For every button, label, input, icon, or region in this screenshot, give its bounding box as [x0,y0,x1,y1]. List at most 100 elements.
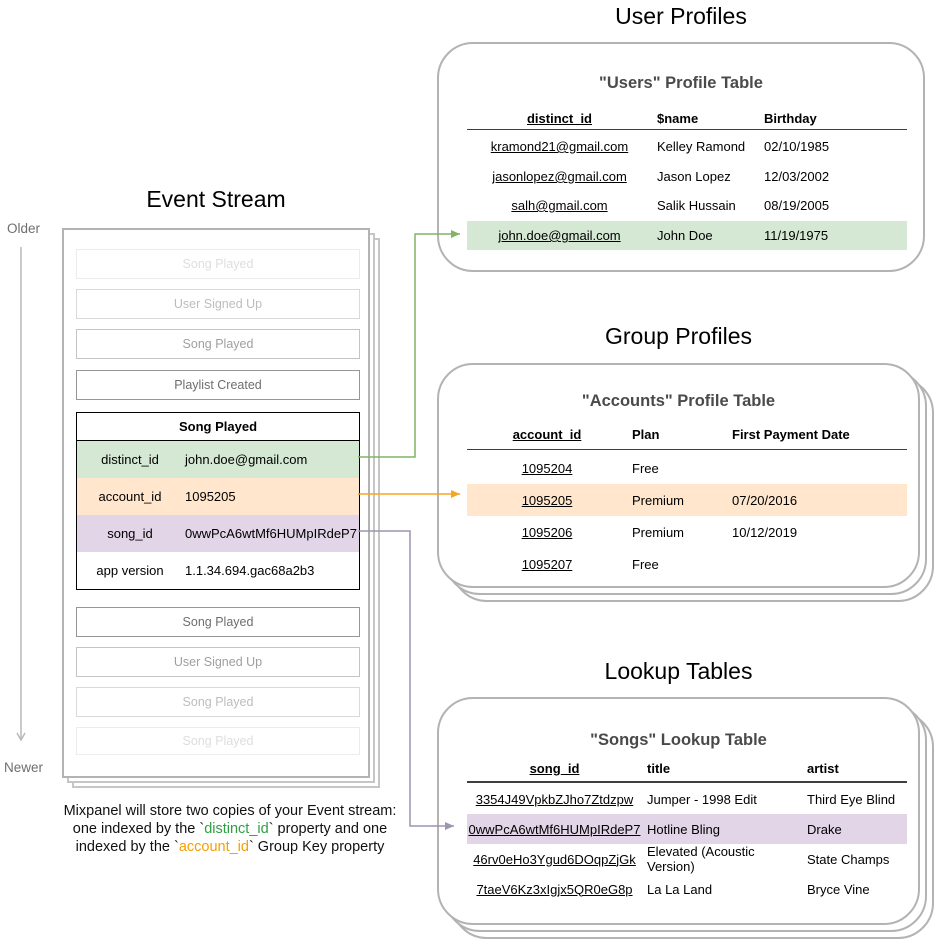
property-value: 1.1.34.694.gac68a2b3 [185,563,315,578]
property-key: song_id [107,526,153,541]
cell-plan: Premium [632,524,685,540]
lookup-tables-title: Lookup Tables [604,658,753,684]
cell-artist: Bryce Vine [807,881,870,897]
caption-line-1: Mixpanel will store two copies of your E… [63,803,397,819]
property-value: 0wwPcA6wtMf6HUMpIRdeP7 [185,526,357,541]
event-box: User Signed Up [76,647,360,677]
property-value: 1095205 [185,489,236,504]
cell-account-id: 1095205 [521,492,573,508]
cell-first-payment-date: 07/20/2016 [732,492,798,508]
users-profile-card: "Users" Profile Table distinct_id $name … [437,42,925,272]
caption: Mixpanel will store two copies of your E… [20,802,440,856]
songs-lookup-card: "Songs" Lookup Table song_id title artis… [437,697,920,925]
table-row: 1095206 Premium 10/12/2019 [467,516,907,548]
table-row-highlighted: john.doe@gmail.com John Doe 11/19/1975 [467,221,907,250]
cell-account-id: 1095207 [521,556,573,572]
event-box: Playlist Created [76,370,360,400]
accounts-profile-card: "Accounts" Profile Table account_id Plan… [437,363,920,588]
caption-account-id: account_id [178,839,249,855]
caption-text: ` property and one [268,821,388,837]
users-table-title: "Users" Profile Table [599,74,763,92]
event-property-row-distinct-id: distinct_id john.doe@gmail.com [77,441,359,478]
cell-plan: Free [632,460,659,476]
cell-birthday: 02/10/1985 [764,139,830,154]
table-row: kramond21@gmail.com Kelley Ramond 02/10/… [467,132,907,161]
caption-text: one indexed by the ` [72,821,205,837]
header-divider [467,781,907,783]
col-header-title: title [647,760,671,776]
table-row: 1095204 Free [467,452,907,484]
caption-line-2: one indexed by the `distinct_id` propert… [20,820,440,838]
cell-title: Hotline Bling [647,821,720,837]
cell-birthday: 08/19/2005 [764,198,830,213]
cell-distinct-id: kramond21@gmail.com [490,139,629,154]
caption-text: ` Group Key property [248,839,385,855]
cell-account-id: 1095206 [521,524,573,540]
cell-song-id: 7taeV6Kz3xIgjx5QR0eG8p [476,881,633,897]
table-row-highlighted: 0wwPcA6wtMf6HUMpIRdeP7 Hotline Bling Dra… [467,814,907,844]
col-header-account-id: account_id [512,426,582,442]
table-row: 46rv0eHo3Ygud6DOqpZjGk Elevated (Acousti… [467,844,907,874]
cell-name: Salik Hussain [657,198,736,213]
cell-distinct-id: jasonlopez@gmail.com [492,169,627,184]
focal-event-name: Song Played [77,413,359,441]
cell-artist: State Champs [807,851,890,867]
cell-title: Elevated (Acoustic Version) [647,844,755,874]
users-header-row: distinct_id $name Birthday [467,104,907,133]
cell-song-id: 46rv0eHo3Ygud6DOqpZjGk [473,851,636,867]
accounts-header-row: account_id Plan First Payment Date [467,421,907,447]
cell-plan: Premium [632,492,685,508]
col-header-plan: Plan [632,426,660,442]
table-row: 1095207 Free [467,548,907,580]
older-label: Older [7,221,41,236]
songs-table-title: "Songs" Lookup Table [590,731,767,749]
songs-header-row: song_id title artist [467,756,907,780]
cell-account-id: 1095204 [521,460,573,476]
newer-label: Newer [4,760,44,775]
property-key: account_id [98,489,162,504]
cell-birthday: 11/19/1975 [764,228,829,243]
cell-song-id: 0wwPcA6wtMf6HUMpIRdeP7 [468,821,641,837]
event-stream-panel: Song Played User Signed Up Song Played P… [62,228,370,778]
col-header-artist: artist [807,760,839,776]
header-divider [467,129,907,130]
caption-distinct-id: distinct_id [204,821,269,837]
cell-title: Jumper - 1998 Edit [647,791,757,807]
event-box: Song Played [76,727,360,755]
user-profiles-title: User Profiles [615,3,747,29]
event-property-row-song-id: song_id 0wwPcA6wtMf6HUMpIRdeP7 [77,515,359,552]
table-row-highlighted: 1095205 Premium 07/20/2016 [467,484,907,516]
col-header-first-payment-date: First Payment Date [732,426,850,442]
cell-birthday: 12/03/2002 [764,169,830,184]
event-box: Song Played [76,687,360,717]
accounts-table-title: "Accounts" Profile Table [581,392,776,410]
event-property-row-app-version: app version 1.1.34.694.gac68a2b3 [77,552,359,589]
table-row: 7taeV6Kz3xIgjx5QR0eG8p La La Land Bryce … [467,874,907,904]
cell-plan: Free [632,556,659,572]
col-header-birthday: Birthday [764,111,817,126]
event-box: Song Played [76,329,360,359]
cell-name: Jason Lopez [657,169,731,184]
event-box: Song Played [76,607,360,637]
col-header-name: $name [657,111,699,126]
focal-event-table: Song Played distinct_id john.doe@gmail.c… [76,412,360,590]
header-divider [467,449,907,450]
col-header-song-id: song_id [529,760,580,776]
event-box: User Signed Up [76,289,360,319]
cell-name: John Doe [657,228,713,243]
cell-song-id: 3354J49VpkbZJho7Ztdzpw [475,791,634,807]
property-key: distinct_id [101,452,159,467]
property-value: john.doe@gmail.com [185,452,308,467]
cell-distinct-id: salh@gmail.com [511,198,608,213]
event-property-row-account-id: account_id 1095205 [77,478,359,515]
caption-line-3: indexed by the `account_id` Group Key pr… [20,838,440,856]
property-key: app version [96,563,164,578]
col-header-distinct-id: distinct_id [526,111,592,126]
caption-text: indexed by the ` [75,839,179,855]
cell-distinct-id: john.doe@gmail.com [498,228,621,243]
event-box: Song Played [76,249,360,279]
group-profiles-title: Group Profiles [604,323,752,349]
cell-artist: Third Eye Blind [807,791,896,807]
table-row: jasonlopez@gmail.com Jason Lopez 12/03/2… [467,162,907,191]
